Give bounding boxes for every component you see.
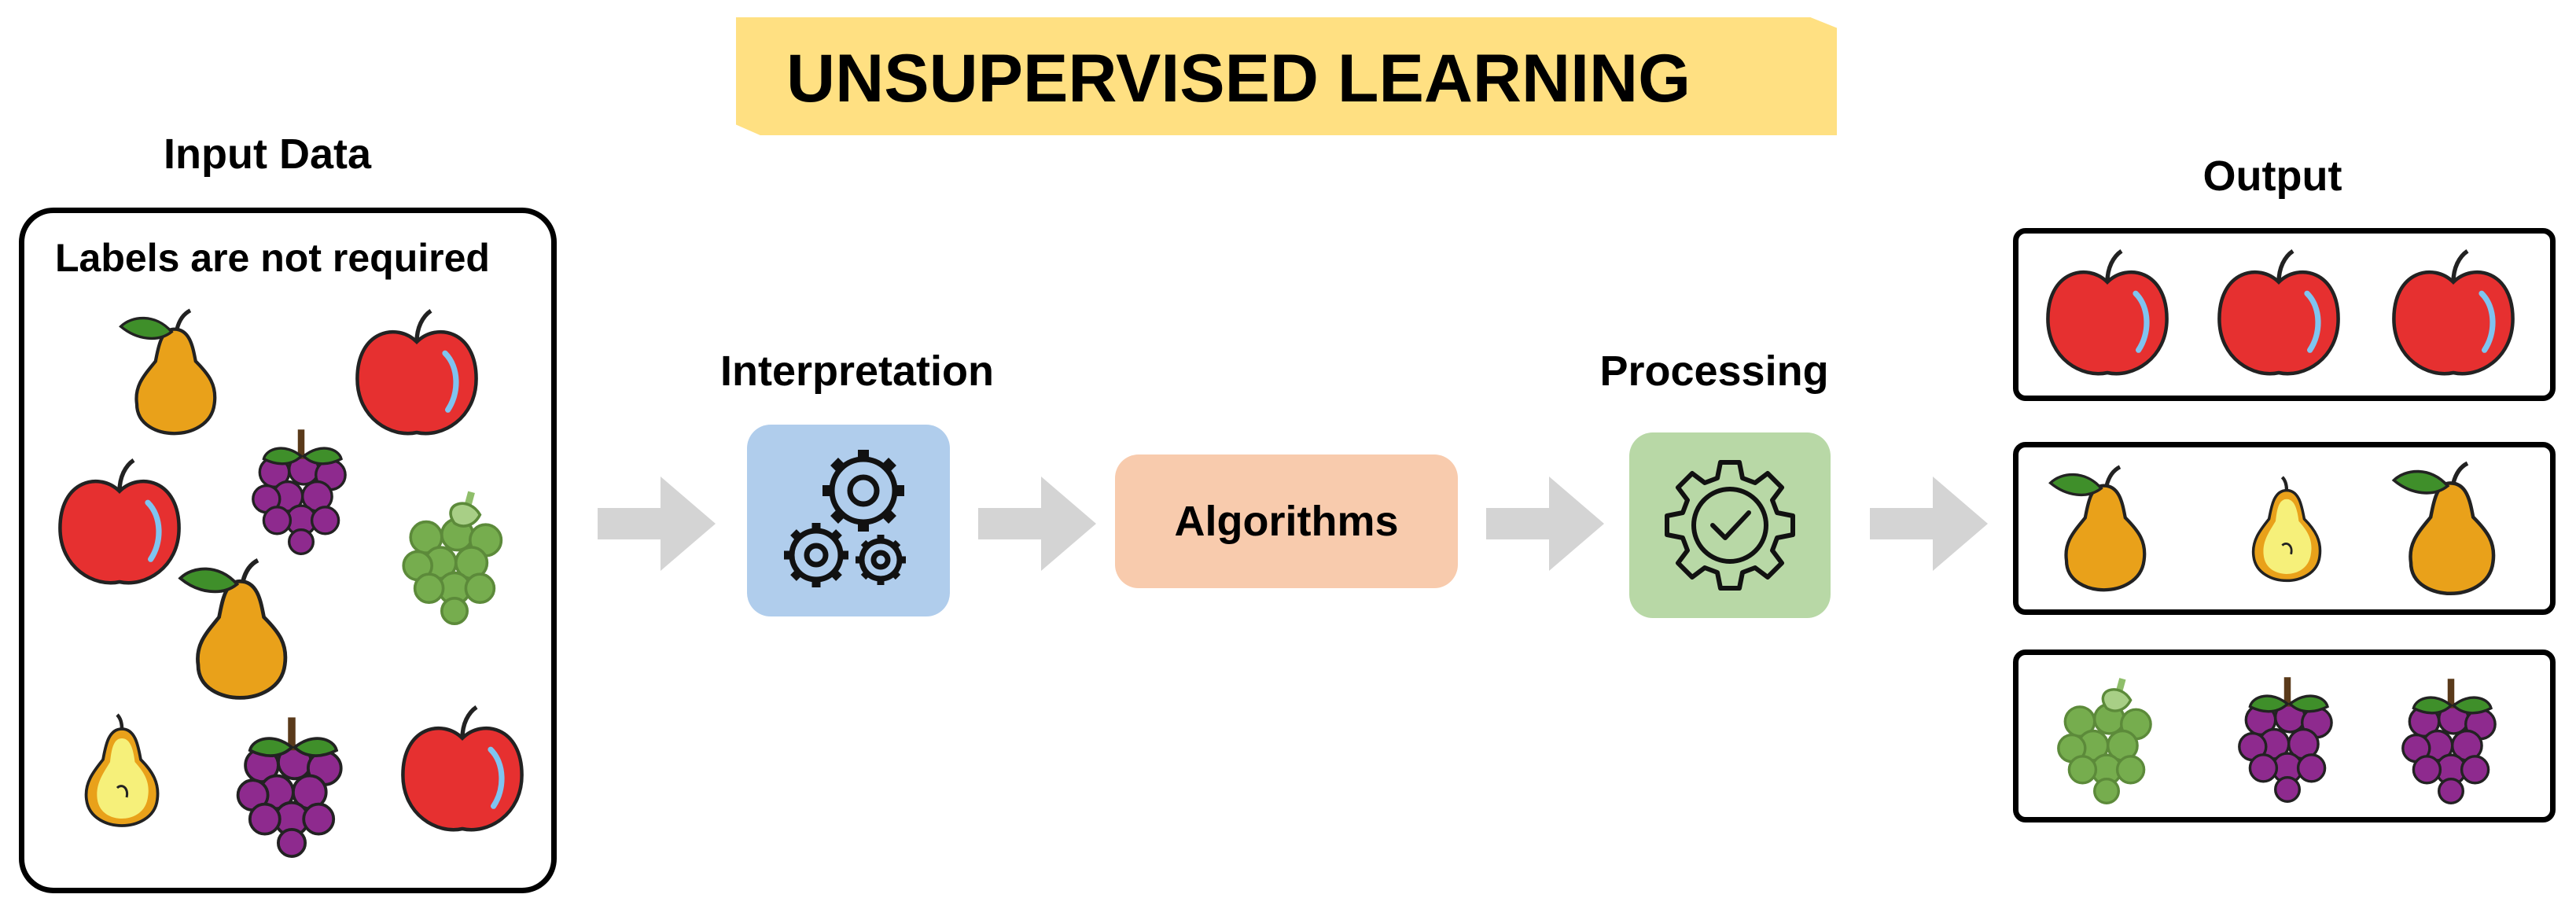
output-apple-1 — [2037, 245, 2178, 387]
output-grapes-green — [2040, 659, 2173, 816]
output-grapes-2 — [2384, 661, 2518, 815]
output-pear-2 — [2383, 450, 2524, 607]
input-grapes-green-1 — [384, 472, 525, 637]
output-label: Output — [2202, 153, 2342, 200]
gear-check-icon — [1665, 460, 1795, 591]
interpretation-box — [747, 425, 950, 616]
arrow-right-icon — [978, 477, 1096, 571]
output-apple-3 — [2383, 245, 2524, 387]
input-pear-1 — [110, 297, 244, 447]
algorithms-box: Algorithms — [1115, 454, 1458, 588]
arrow-right-icon — [1486, 477, 1604, 571]
processing-label: Processing — [1599, 348, 1829, 395]
input-grapes-1 — [234, 406, 368, 571]
processing-box — [1629, 432, 1831, 618]
input-data-label: Input Data — [164, 131, 371, 178]
gears-icon — [784, 450, 906, 587]
input-data-subtitle: Labels are not required — [55, 236, 490, 280]
interpretation-label: Interpretation — [719, 348, 995, 395]
output-apple-2 — [2208, 245, 2350, 387]
output-grapes-1 — [2221, 657, 2354, 815]
input-pear-half-1 — [63, 689, 181, 854]
arrow-right-icon — [598, 477, 716, 571]
diagram-title: UNSUPERVISED LEARNING — [786, 41, 1691, 116]
arrow-right-icon — [1870, 477, 1988, 571]
output-pear-1 — [2040, 450, 2173, 607]
output-pear-half — [2232, 453, 2342, 607]
input-pear-2 — [168, 550, 318, 708]
input-grapes-2 — [217, 705, 366, 862]
input-apple-3 — [392, 701, 533, 843]
title-banner — [736, 17, 1837, 135]
